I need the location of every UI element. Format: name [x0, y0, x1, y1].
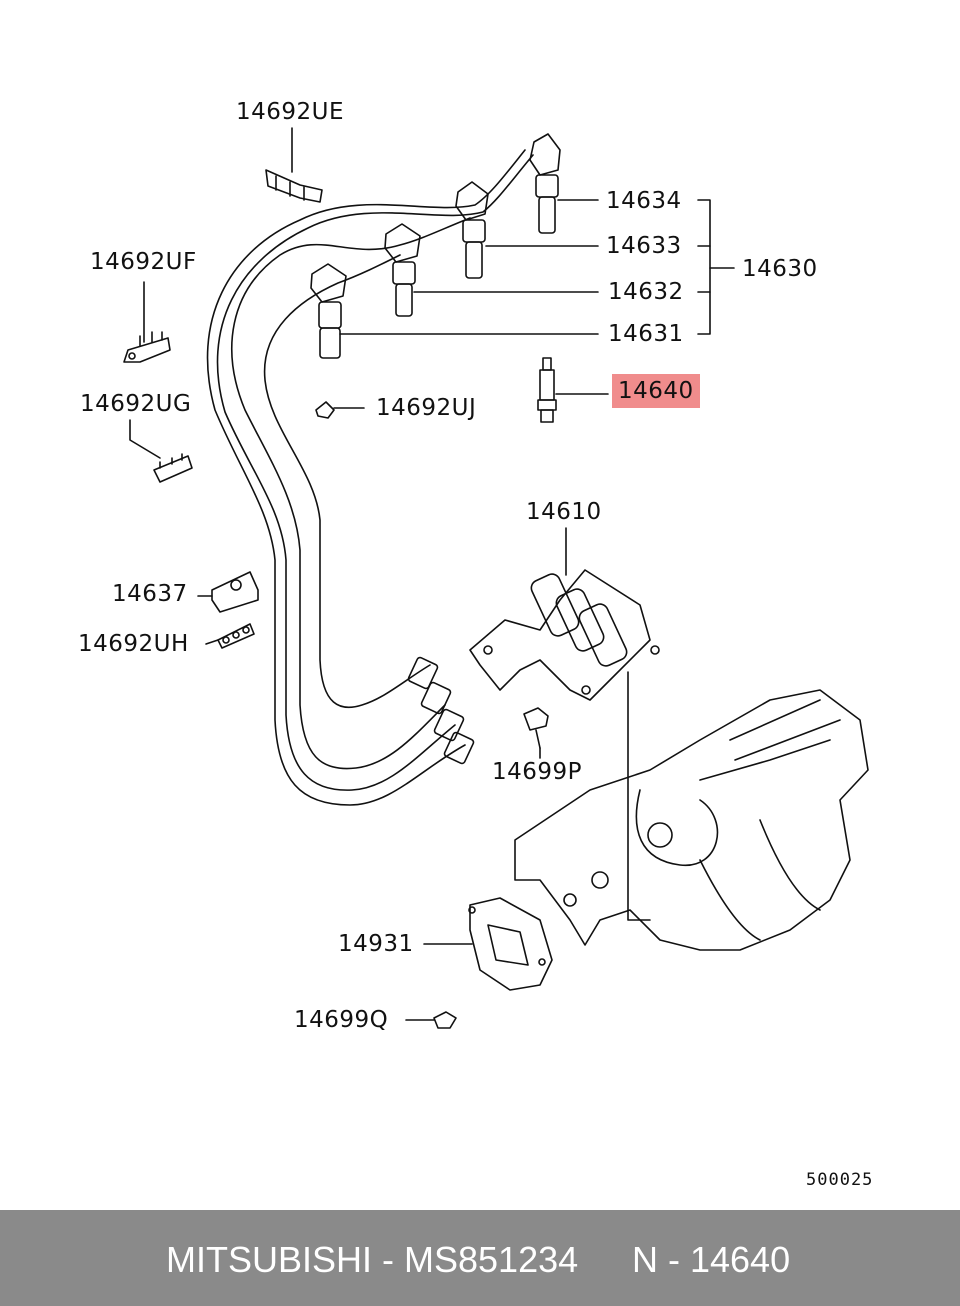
label-14699P: 14699P [492, 759, 583, 785]
label-14631: 14631 [608, 321, 684, 347]
label-14931: 14931 [338, 931, 414, 957]
label-14692UF: 14692UF [90, 249, 197, 275]
boot-14634 [529, 133, 561, 234]
parts-diagram: 14692UE 14692UF 14692UG 14692UJ 14634 14… [78, 99, 874, 1190]
boot-14633 [455, 181, 489, 279]
boot-14631 [310, 263, 347, 359]
label-14633: 14633 [606, 233, 682, 259]
engine-manifold [514, 671, 869, 951]
figure-number: 500025 [806, 1170, 874, 1190]
footer-bar: MITSUBISHI - MS851234 N - 14640 [0, 1210, 960, 1306]
bracket-14931 [468, 897, 553, 991]
label-14692UH: 14692UH [78, 631, 189, 657]
clip-14692UF [123, 331, 171, 363]
bolt-14699P [523, 707, 549, 749]
clip-14692UH [217, 623, 255, 649]
brand-part-number: MITSUBISHI - MS851234 [166, 1239, 579, 1280]
spark-plug-icon [537, 357, 557, 423]
clip-14692UJ [315, 401, 335, 419]
label-14692UG: 14692UG [80, 391, 192, 417]
label-14637: 14637 [112, 581, 188, 607]
label-14692UJ: 14692UJ [376, 395, 477, 421]
label-14634: 14634 [606, 188, 682, 214]
bolt-14699Q [433, 1011, 457, 1029]
label-14630: 14630 [742, 256, 818, 282]
clip-14692UG [153, 453, 193, 483]
label-14632: 14632 [608, 279, 684, 305]
clip-14692UE [265, 169, 323, 203]
label-14610: 14610 [526, 499, 602, 525]
holder-14637 [211, 571, 259, 613]
ignition-wire-set [206, 149, 534, 806]
diagram-drawing [123, 127, 869, 1029]
reference-number: N - 14640 [632, 1239, 791, 1280]
boot-14632 [384, 223, 421, 317]
leader-lines [129, 127, 735, 1021]
label-14699Q: 14699Q [294, 1007, 389, 1033]
label-14640-highlighted: 14640 [612, 374, 700, 408]
cable-ends [407, 656, 475, 765]
label-14692UE: 14692UE [236, 99, 345, 125]
ignition-coil-14610 [469, 569, 660, 701]
